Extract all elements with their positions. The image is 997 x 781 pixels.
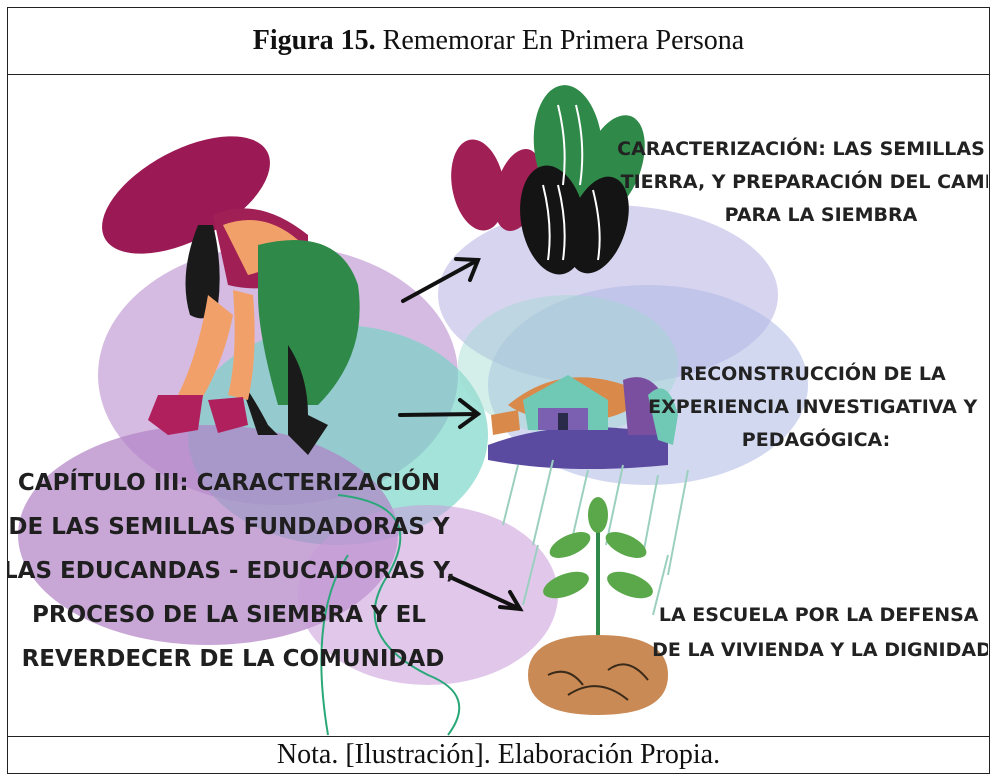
figure-title: Rememorar En Primera Persona bbox=[382, 25, 745, 56]
house-hands-illustration bbox=[488, 375, 678, 469]
illustration: CARACTERIZACIÓN: LAS SEMILLAS LA TIERRA,… bbox=[8, 75, 989, 737]
woman-planting-figure bbox=[102, 136, 360, 455]
note-text: Nota. [Ilustración]. Elaboración Propia. bbox=[276, 739, 721, 770]
figure-label: Figura 15. bbox=[252, 25, 376, 56]
arrow-to-plant bbox=[448, 575, 524, 612]
arrow-to-seeds bbox=[401, 257, 481, 303]
arrows bbox=[398, 257, 524, 612]
arrow-to-house bbox=[398, 398, 482, 429]
sprout-plant-illustration bbox=[502, 459, 689, 715]
caption-reconstruction: RECONSTRUCCIÓN DE LA EXPERIENCIA INVESTI… bbox=[648, 361, 984, 451]
caption-school: LA ESCUELA POR LA DEFENSA DE LA VIVIENDA… bbox=[652, 604, 988, 661]
green-loop-line bbox=[320, 494, 461, 736]
caption-seeds: CARACTERIZACIÓN: LAS SEMILLAS LA TIERRA,… bbox=[617, 136, 988, 226]
chapter-text: CAPÍTULO III: CARACTERIZACIÓN DE LAS SEM… bbox=[8, 468, 463, 672]
figure-note: Nota. [Ilustración]. Elaboración Propia. bbox=[8, 736, 989, 773]
figure-frame: Figura 15. Rememorar En Primera Persona bbox=[7, 7, 990, 774]
seeds-illustration bbox=[451, 85, 645, 275]
illustration-canvas: CARACTERIZACIÓN: LAS SEMILLAS LA TIERRA,… bbox=[8, 85, 988, 736]
figure-title-row: Figura 15. Rememorar En Primera Persona bbox=[8, 8, 989, 75]
